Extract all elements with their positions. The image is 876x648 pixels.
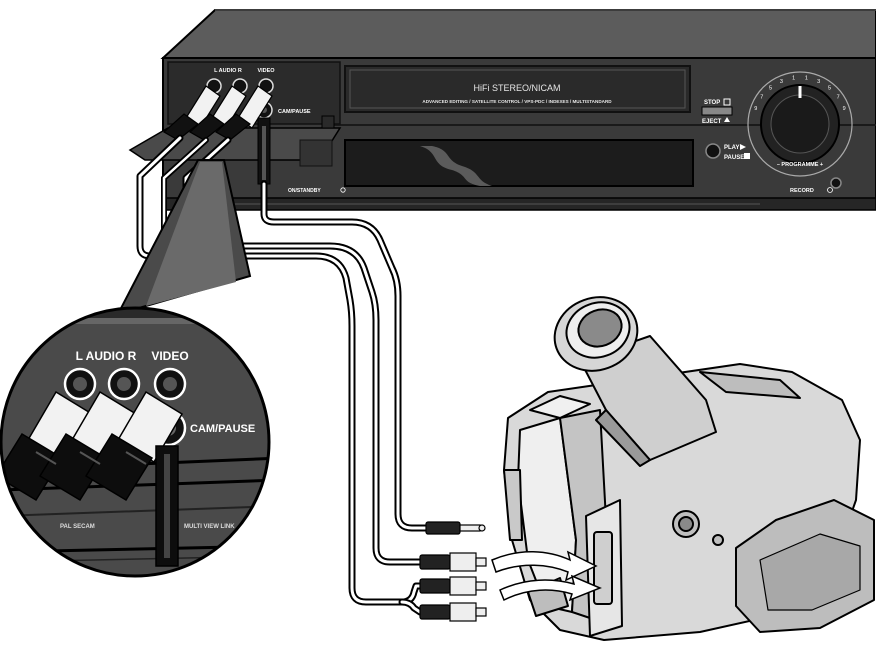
vcr-campause-label: CAM/PAUSE bbox=[278, 109, 311, 115]
audio-l-rca-plug bbox=[419, 578, 451, 594]
dial-number: 1 bbox=[805, 75, 808, 81]
dial-number: 1 bbox=[792, 75, 795, 81]
vcr-play-label: PLAY bbox=[724, 145, 739, 151]
vcr-record-label: RECORD bbox=[790, 188, 814, 194]
dial-number: 5 bbox=[769, 85, 772, 91]
vcr-stop-label: STOP bbox=[704, 100, 720, 106]
dial-number: 3 bbox=[780, 79, 783, 85]
dial-number: 9 bbox=[843, 106, 846, 112]
vcr-pause-label: PAUSE bbox=[724, 155, 744, 161]
vcr-rca-plugs bbox=[162, 85, 273, 141]
zoom-pal-label: PAL SECAM bbox=[60, 524, 95, 530]
vcr-standby-label: ON/STANDBY bbox=[288, 188, 321, 194]
vcr-video-label: VIDEO bbox=[257, 68, 275, 74]
insert-arrow-upper bbox=[491, 550, 598, 582]
insertion-arrows bbox=[491, 550, 602, 602]
vcr-eject-label: EJECT bbox=[702, 119, 722, 125]
dial-number: 5 bbox=[828, 85, 831, 91]
vcr-display-window bbox=[344, 65, 691, 113]
zoom-video-label: VIDEO bbox=[151, 349, 188, 363]
vcr-display-title: HiFi STEREO/NICAM bbox=[473, 83, 560, 93]
vcr-play-pause-button[interactable] bbox=[705, 143, 721, 159]
cable-end-plugs bbox=[419, 521, 487, 622]
dial-number: 9 bbox=[754, 106, 757, 112]
vcr-top-surface bbox=[160, 9, 876, 59]
programme-label: – PROGRAMME + bbox=[777, 162, 823, 168]
vcr-display-subtitle: ADVANCED EDITING / SATELLITE CONTROL / V… bbox=[422, 99, 612, 104]
vcr-audio-label: L AUDIO R bbox=[214, 68, 242, 74]
jack-plug-end bbox=[425, 521, 461, 535]
vcr-cassette-slot bbox=[344, 139, 694, 187]
dial-number: 3 bbox=[817, 79, 820, 85]
dial-number: 7 bbox=[760, 95, 763, 101]
audio-r-rca-plug bbox=[419, 604, 451, 620]
zoom-inset-border bbox=[0, 306, 271, 578]
video-rca-plug bbox=[419, 554, 451, 570]
camcorder bbox=[503, 296, 875, 641]
dial-number: 7 bbox=[837, 95, 840, 101]
zoom-multilink-label: MULTI VIEW LINK bbox=[184, 524, 235, 530]
vcr-unit: HiFi STEREO/NICAM ADVANCED EDITING / SAT… bbox=[128, 9, 876, 211]
insert-arrow-lower bbox=[499, 574, 602, 602]
zoom-callout bbox=[116, 159, 252, 316]
vcr-record-button[interactable] bbox=[830, 177, 842, 189]
zoom-rca-plugs bbox=[1, 390, 184, 502]
zoom-campause-label: CAM/PAUSE bbox=[190, 423, 255, 435]
jack-cable bbox=[260, 180, 432, 532]
zoom-audio-label: L AUDIO R bbox=[76, 349, 137, 363]
vcr-stop-eject-button[interactable] bbox=[701, 106, 733, 116]
